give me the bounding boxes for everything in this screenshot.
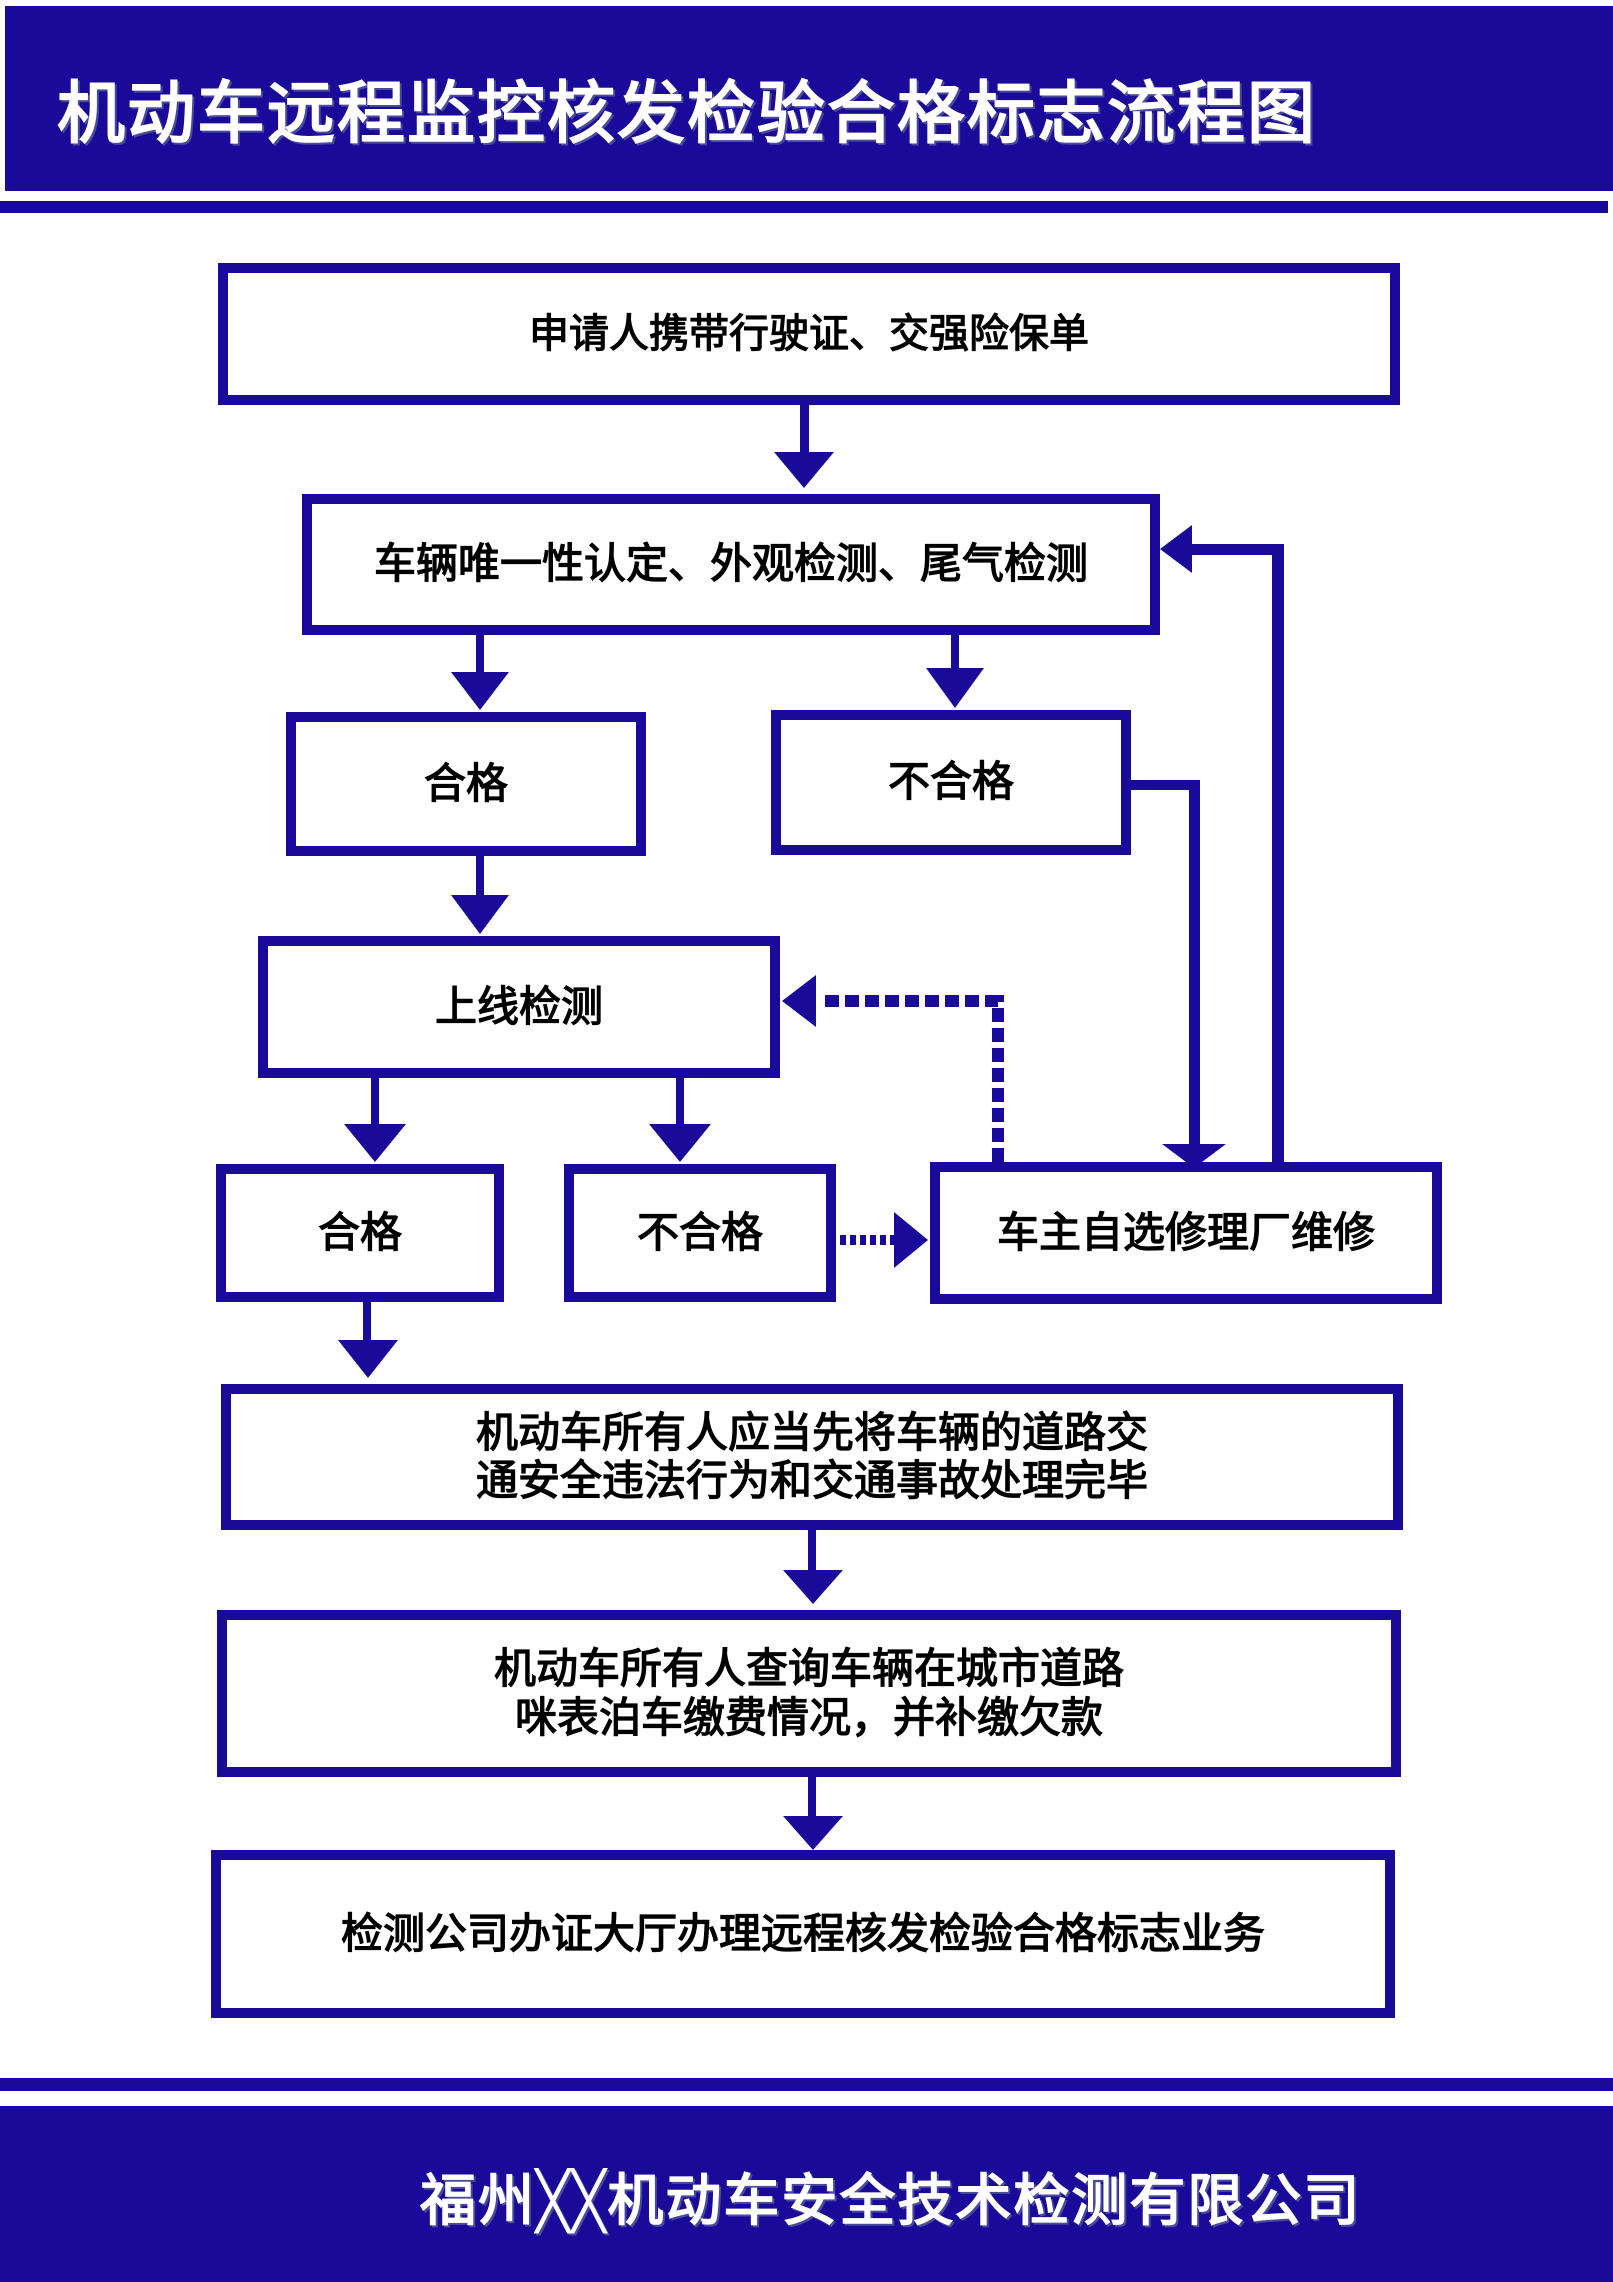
- connector-apply-to-check: [800, 404, 809, 454]
- page-title: 机动车远程监控核发检验合格标志流程图: [57, 75, 1318, 154]
- arrowhead-down: [451, 895, 509, 934]
- connector-repair-to-check: [1272, 544, 1284, 1166]
- node-fail-2-label: 不合格: [636, 1207, 763, 1257]
- node-pass-2-label: 合格: [317, 1207, 402, 1257]
- node-fail-1-label: 不合格: [887, 757, 1014, 807]
- connector-fees-to-issue: [808, 1776, 816, 1818]
- node-repair: 车主自选修理厂维修: [930, 1162, 1442, 1304]
- node-pass-1: 合格: [286, 712, 646, 856]
- header-rule: [0, 201, 1608, 213]
- node-violations-label: 机动车所有人应当先将车辆的道路交 通安全违法行为和交通事故处理完毕: [475, 1407, 1148, 1505]
- footer-rule: [0, 2078, 1613, 2091]
- company-name: 福州╳╳机动车安全技术检测有限公司: [420, 2169, 1362, 2234]
- node-initial-check-label: 车辆唯一性认定、外观检测、尾气检测: [373, 539, 1088, 589]
- arrowhead-down: [649, 1124, 711, 1162]
- arrowhead-down: [783, 1570, 843, 1604]
- arrowhead-down: [1162, 1144, 1226, 1168]
- node-violations: 机动车所有人应当先将车辆的道路交 通安全违法行为和交通事故处理完毕: [221, 1384, 1403, 1530]
- connector-linetest-to-fail2: [676, 1076, 684, 1126]
- footer-banner: 福州╳╳机动车安全技术检测有限公司: [0, 2106, 1613, 2282]
- node-apply: 申请人携带行驶证、交强险保单: [218, 263, 1400, 405]
- node-repair-label: 车主自选修理厂维修: [996, 1207, 1375, 1257]
- arrowhead-down: [774, 452, 834, 488]
- node-pass-1-label: 合格: [423, 758, 508, 808]
- node-initial-check: 车辆唯一性认定、外观检测、尾气检测: [302, 494, 1160, 635]
- node-issue: 检测公司办证大厅办理远程核发检验合格标志业务: [211, 1850, 1395, 2018]
- arrowhead-down: [783, 1816, 843, 1850]
- connector-fail1-to-repair: [1130, 780, 1200, 790]
- connector-repair-to-linetest-dashed: [820, 995, 1004, 1162]
- node-line-test-label: 上线检测: [434, 981, 603, 1031]
- node-line-test: 上线检测: [258, 936, 780, 1078]
- arrowhead-down: [451, 672, 509, 710]
- arrowhead-left: [782, 975, 816, 1027]
- node-issue-label: 检测公司办证大厅办理远程核发检验合格标志业务: [340, 1908, 1265, 1958]
- node-parking-fees-label: 机动车所有人查询车辆在城市道路 咪表泊车缴费情况，并补缴欠款: [493, 1644, 1124, 1742]
- arrowhead-down: [926, 668, 984, 708]
- connector-pass2-to-violations: [363, 1300, 371, 1342]
- arrowhead-left: [1160, 525, 1192, 573]
- node-apply-label: 申请人携带行驶证、交强险保单: [529, 311, 1089, 357]
- arrowhead-down: [344, 1124, 406, 1162]
- node-pass-2: 合格: [216, 1164, 504, 1302]
- node-parking-fees: 机动车所有人查询车辆在城市道路 咪表泊车缴费情况，并补缴欠款: [217, 1610, 1401, 1777]
- connector-violations-to-fees: [808, 1528, 816, 1572]
- node-fail-2: 不合格: [564, 1164, 836, 1302]
- arrowhead-down: [338, 1340, 398, 1378]
- arrowhead-right: [894, 1212, 928, 1268]
- connector-linetest-to-pass2: [371, 1076, 379, 1126]
- connector-check-to-pass1: [476, 634, 484, 674]
- connector-pass1-to-linetest: [476, 855, 484, 897]
- node-fail-1: 不合格: [771, 710, 1131, 855]
- header-banner: 机动车远程监控核发检验合格标志流程图: [5, 6, 1613, 191]
- connector-check-to-fail1: [951, 634, 959, 674]
